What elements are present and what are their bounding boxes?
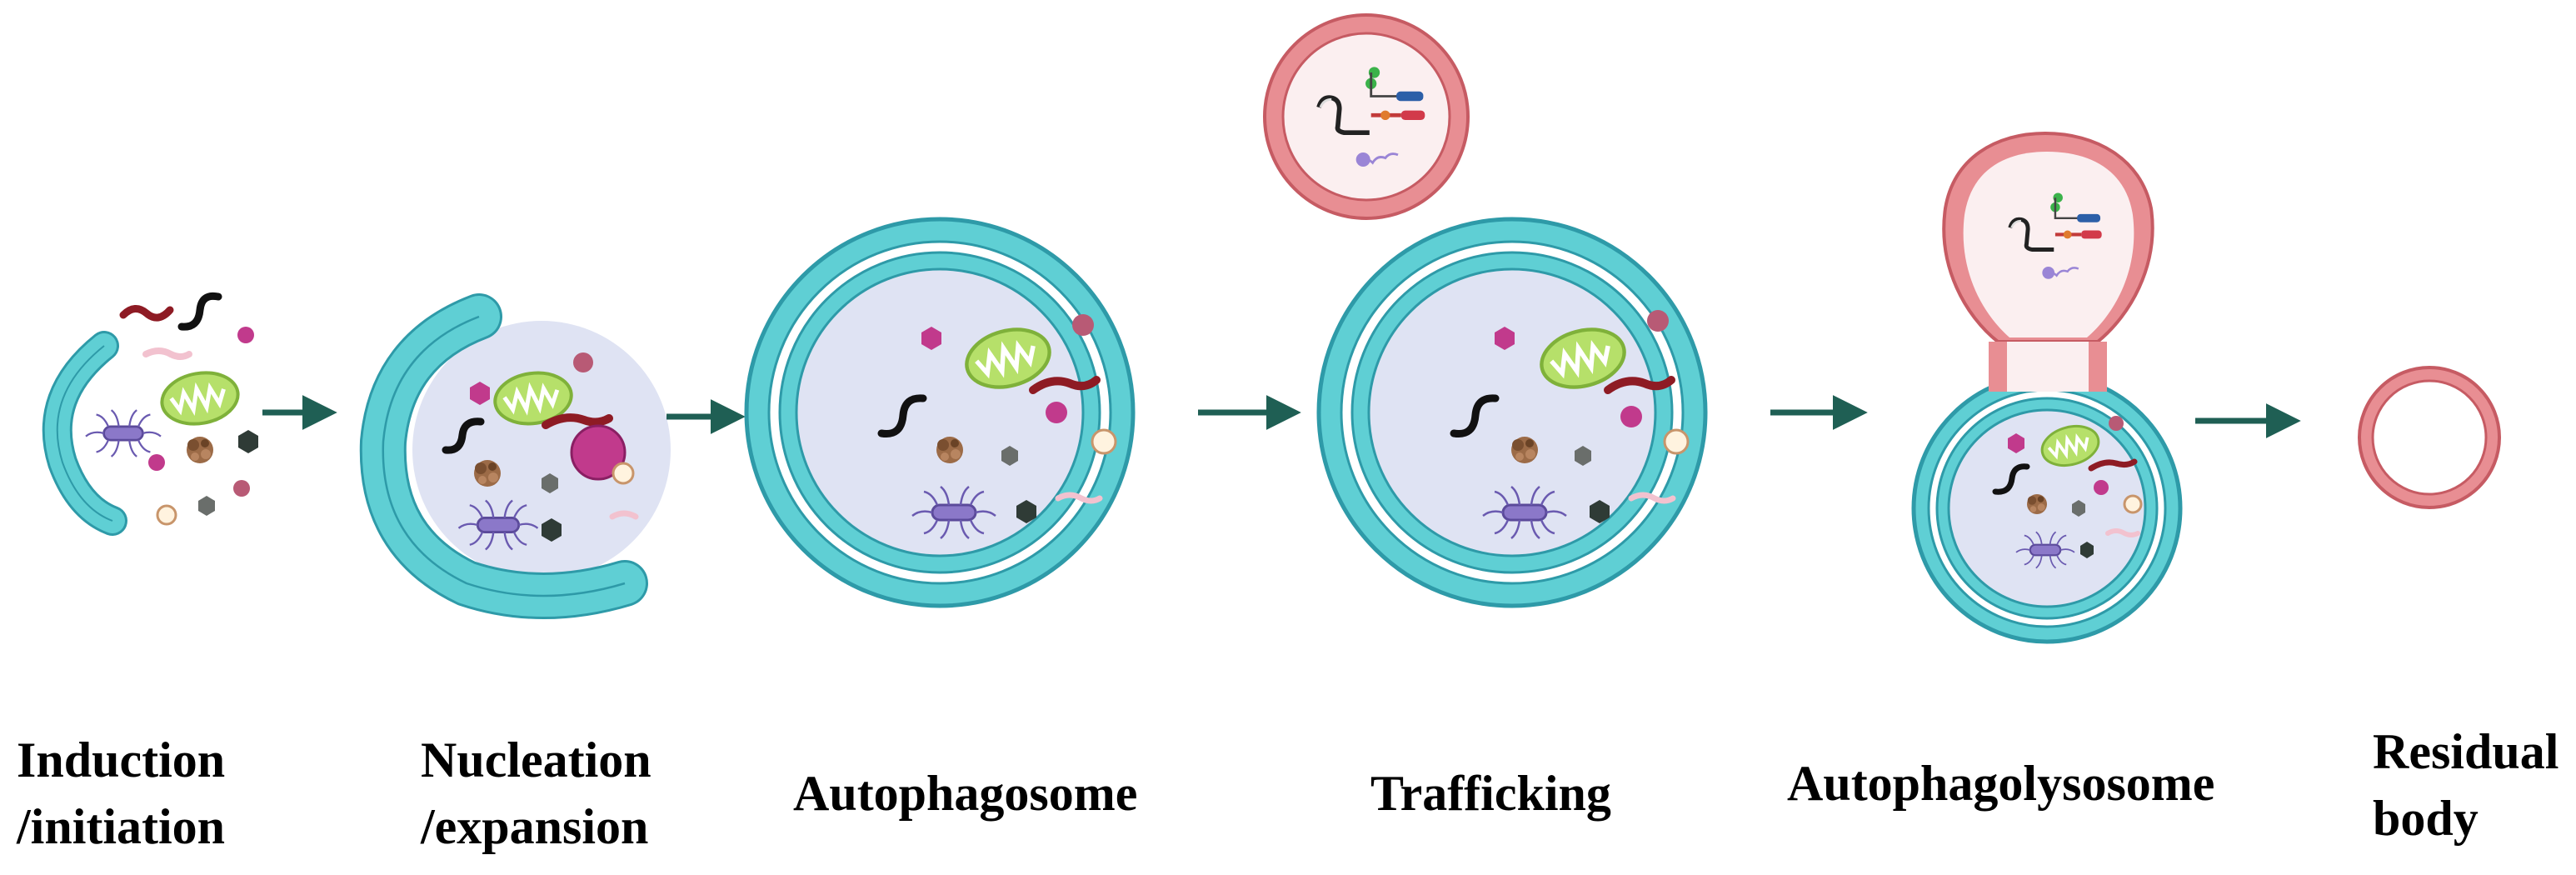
dark-red-rna bbox=[119, 305, 174, 322]
label-autophagolysosome: Autophagolysosome bbox=[1787, 756, 2215, 811]
stage-trafficking-illustration bbox=[1263, 13, 1708, 608]
dna-strand bbox=[177, 292, 222, 331]
stage-nucleation-illustration bbox=[359, 293, 671, 619]
stage-autophagolysosome-illustration bbox=[1911, 131, 2183, 644]
label-induction: Induction/initiation bbox=[17, 732, 226, 854]
stage-autophagosome-illustration bbox=[744, 217, 1136, 608]
stage-residual-body-illustration bbox=[2358, 366, 2501, 509]
stage-induction-illustration bbox=[42, 292, 258, 536]
label-autophagosome: Autophagosome bbox=[793, 766, 1138, 821]
label-nucleation: Nucleation/expansion bbox=[421, 732, 651, 854]
label-trafficking: Trafficking bbox=[1370, 766, 1611, 821]
